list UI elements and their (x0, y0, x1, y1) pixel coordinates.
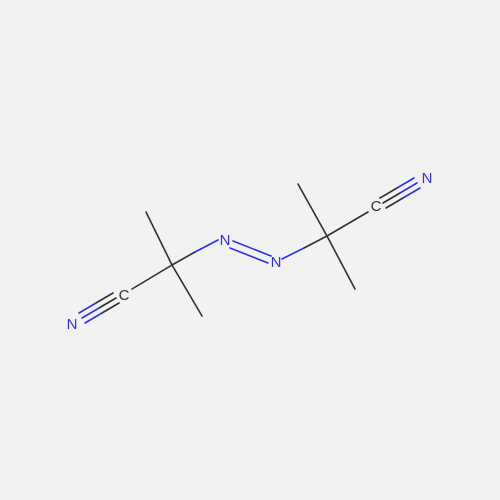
bond-left-methyl-down (171, 264, 203, 317)
atom-label-n1: N (67, 316, 78, 333)
bond-right-methyl-down (326, 235, 356, 290)
bond-right-methyl-up (297, 183, 328, 237)
right-quaternary-carbon-bonds (297, 183, 369, 290)
atom-label-n3: N (271, 254, 282, 271)
atom-label-c1: C (119, 287, 130, 304)
bond-left-carbon-to-nitrile-carbon (131, 264, 173, 290)
left-quaternary-carbon-bonds (131, 211, 203, 317)
left-nitrile-triple-bond (78, 292, 120, 324)
right-nitrile-triple-bond (379, 177, 421, 209)
bond-left-carbon-to-azo-n (171, 239, 219, 266)
atom-label-c2: C (371, 198, 382, 215)
atom-label-n2: N (220, 232, 231, 249)
bond-right-azo-n-to-carbon (281, 235, 328, 260)
azo-double-bond (229, 240, 272, 264)
bond-right-carbon-to-nitrile-carbon (326, 211, 369, 237)
bond-left-methyl-up (145, 211, 173, 266)
atom-label-n4: N (422, 170, 433, 187)
